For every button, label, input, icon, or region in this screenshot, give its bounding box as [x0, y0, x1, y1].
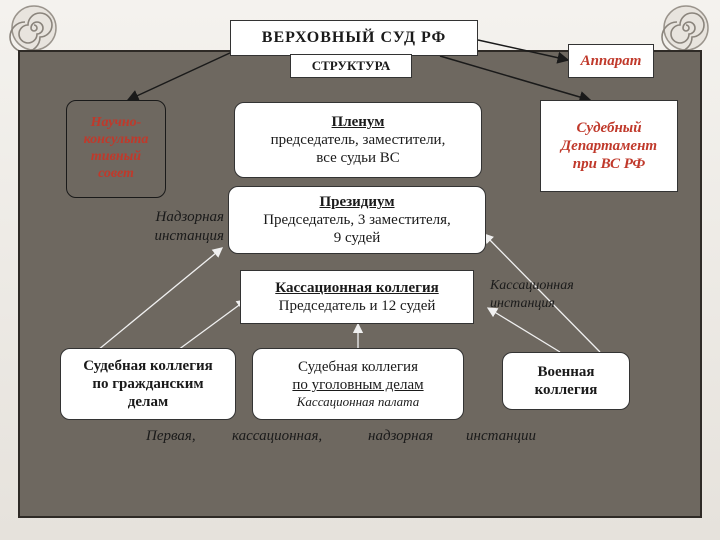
presidium-line: Председатель, 3 заместителя,: [263, 212, 451, 228]
criminal-line: по уголовным делам: [292, 377, 424, 394]
instances-first: Первая,: [146, 428, 196, 444]
civil-line: делам: [127, 394, 169, 410]
presidium-title: Президиум: [319, 194, 395, 210]
cassation-label-line: инстанция: [490, 295, 555, 311]
presidium-box: Президиум Председатель, 3 заместителя, 9…: [228, 186, 486, 254]
supreme-court-title-box: ВЕРХОВНЫЙ СУД РФ: [230, 20, 478, 56]
arrow-civil-to-cassation: [177, 299, 248, 351]
council-line: совет: [98, 165, 134, 181]
apparatus-box: Аппарат: [568, 44, 654, 78]
structure-label-box: СТРУКТУРА: [290, 54, 412, 78]
supreme-court-title: ВЕРХОВНЫЙ СУД РФ: [261, 29, 447, 47]
criminal-line: Судебная коллегия: [298, 359, 418, 376]
department-box: Судебный Департамент при ВС РФ: [540, 100, 678, 192]
council-line: тивный: [90, 149, 142, 164]
civil-line: Судебная коллегия: [83, 358, 213, 374]
cassation-label-line: Кассационная: [490, 278, 574, 293]
arrow-to-apparatus: [477, 39, 570, 64]
plenum-box: Пленум председатель, заместители, все су…: [234, 102, 482, 178]
military-line: коллегия: [534, 382, 598, 398]
department-line: Департамент: [560, 138, 658, 154]
arrow-military-to-presidium: [483, 233, 601, 353]
cassation-board-box: Кассационная коллегия Председатель и 12 …: [240, 270, 474, 324]
supervisory-label-line: Надзорная: [155, 209, 225, 225]
criminal-board-box: Судебная коллегия по уголовным делам Кас…: [252, 348, 464, 420]
department-line: при ВС РФ: [572, 156, 646, 172]
structure-label: СТРУКТУРА: [311, 58, 391, 74]
plenum-title: Пленум: [331, 114, 385, 130]
plenum-line: председатель, заместители,: [270, 132, 446, 148]
arrow-to-department: [439, 55, 592, 103]
civil-line: по гражданским: [92, 376, 204, 392]
instances-cassation: кассационная,: [232, 428, 323, 444]
supervisory-label-line: инстанция: [154, 227, 224, 244]
arrow-to-council: [126, 51, 233, 102]
military-board-box: Военная коллегия: [502, 352, 630, 410]
council-line: консульта: [83, 132, 149, 148]
cassation-board-title: Кассационная коллегия: [275, 280, 439, 296]
spiral-ornament-left-icon: [9, 5, 57, 53]
council-box: Научно- консульта тивный совет: [66, 100, 166, 198]
military-line: Военная: [537, 364, 595, 380]
presidium-line: 9 судей: [333, 230, 381, 246]
cassation-instance-label: Кассационная инстанция: [490, 277, 574, 312]
civil-board-box: Судебная коллегия по гражданским делам: [60, 348, 236, 420]
council-line: Научно-: [90, 115, 142, 131]
arrow-military-to-cassation: [486, 307, 561, 353]
supervisory-instance-label: Надзорная инстанция: [138, 208, 224, 246]
department-line: Судебный: [576, 120, 642, 136]
cassation-board-line: Председатель и 12 судей: [278, 298, 436, 314]
arrow-civil-to-presidium: [97, 247, 224, 351]
criminal-cassation-chamber: Кассационная палата: [296, 394, 420, 410]
instances-supervisory: надзорная: [368, 428, 434, 444]
plenum-line: все судьи ВС: [316, 150, 400, 166]
apparatus-label: Аппарат: [580, 53, 642, 69]
instances-instances: инстанции: [466, 428, 537, 444]
